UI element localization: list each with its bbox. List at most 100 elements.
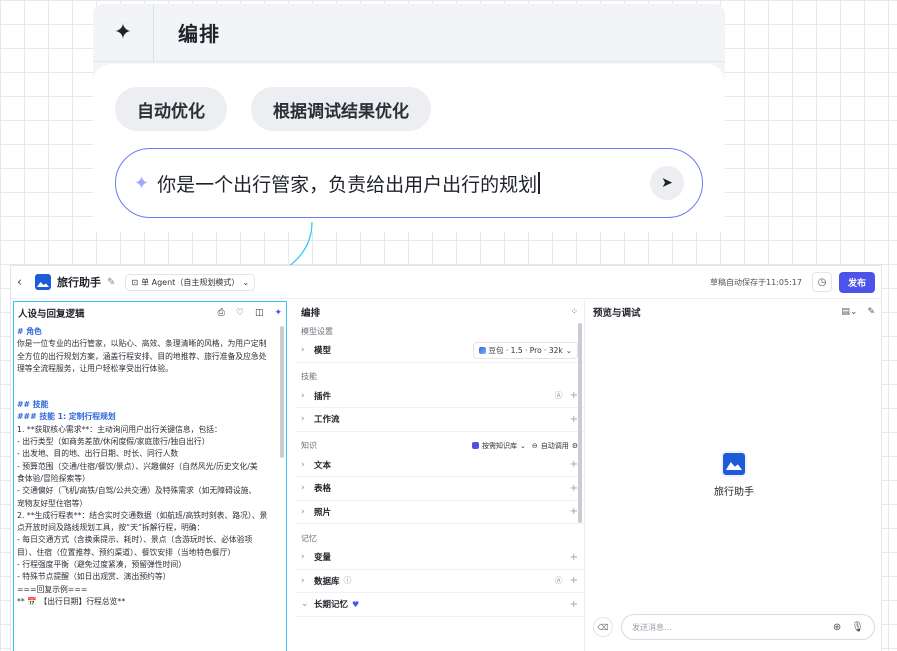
agent-mode-select[interactable]: ⊡ 单 Agent（自主规划模式） ⌄ — [125, 273, 256, 291]
skills-section-label: 技能 — [301, 372, 317, 381]
app-window: ‹ 旅行助手 ✎ ⊡ 单 Agent（自主规划模式） ⌄ 草稿自动保存于11:0… — [10, 265, 882, 651]
scrollbar[interactable] — [280, 326, 284, 458]
chevron-right-icon: › — [301, 552, 305, 563]
template-icon[interactable]: ⎙ — [217, 308, 225, 318]
auto-call-toggle[interactable]: ⊖自动调用⚙ — [532, 441, 578, 451]
plugin-label: 插件 — [314, 391, 332, 402]
sparkle-icon[interactable]: ✦ — [113, 20, 133, 45]
gear-icon[interactable]: ⚙ — [571, 441, 578, 450]
back-icon[interactable]: ‹ — [17, 274, 23, 290]
auto-call-label: 自动调用 — [540, 441, 569, 450]
clear-chat-icon[interactable]: ⌫ — [593, 617, 613, 637]
prompt-line: - 预算范围（交通/住宿/餐饮/景点）、兴趣偏好（自然风光/历史文化/美 — [17, 461, 258, 471]
optimize-card: 自动优化 根据调试结果优化 ✦ 你是一个出行管家，负责给出用户出行的规划 ➤ — [93, 64, 725, 232]
text-label: 文本 — [314, 460, 332, 471]
add-icon[interactable]: + — [569, 459, 578, 471]
edit-icon[interactable]: ✎ — [107, 276, 116, 288]
table-row[interactable]: › 表格 + — [295, 477, 584, 501]
bot-profile: 旅行助手 — [585, 451, 883, 498]
chevron-right-icon: › — [301, 414, 305, 425]
send-icon[interactable]: ➤ — [650, 166, 684, 200]
app-name: 旅行助手 — [57, 276, 101, 289]
prompt-blank-line — [17, 375, 282, 399]
app-logo — [35, 274, 51, 290]
prompt-line: - 每日交通方式（含换乘提示、耗时）、景点（含游玩时长、必体验项 — [17, 535, 253, 545]
add-icon[interactable]: + — [569, 413, 578, 425]
prompt-line: ===回复示例=== — [17, 584, 88, 594]
auto-optimize-chip[interactable]: 自动优化 — [115, 87, 227, 131]
database-row[interactable]: › 数据库 ⓘ Ⓐ + — [295, 570, 584, 593]
chevron-down-icon: ⌄ — [301, 599, 309, 610]
model-section-label: 模型设置 — [301, 326, 333, 336]
add-icon[interactable]: + — [569, 575, 578, 587]
prompt-line: ### 技能 1: 定制行程规划 — [17, 412, 116, 422]
plugin-row[interactable]: › 插件 Ⓐ + — [295, 385, 584, 408]
prompt-line: 点开放时间及路线规划工具，按“天”拆解行程，明确： — [17, 523, 205, 533]
kb-icon — [471, 442, 479, 449]
workflow-row[interactable]: › 工作流 + — [295, 408, 584, 432]
model-icon — [478, 346, 486, 354]
info-icon[interactable]: ⓘ — [343, 576, 352, 586]
prompt-line: # 角色 — [17, 327, 42, 336]
text-row[interactable]: › 文本 + — [295, 454, 584, 477]
persona-panel-header: 人设与回复逻辑 ⎙ ♡ ◫ ✦ — [14, 302, 286, 324]
top-bar: ‹ 旅行助手 ✎ ⊡ 单 Agent（自主规划模式） ⌄ 草稿自动保存于11:0… — [11, 266, 881, 299]
model-row[interactable]: › 模型 豆包 · 1.5 · Pro · 32k ⌄ — [295, 339, 584, 363]
model-label: 模型 — [314, 346, 332, 357]
message-placeholder: 发送消息... — [632, 622, 672, 632]
microphone-icon[interactable]: 🎙 — [851, 621, 864, 633]
agent-mode-icon: ⊡ — [131, 277, 139, 287]
layout-icon[interactable]: ⁘ — [570, 307, 578, 317]
add-icon[interactable]: + — [569, 390, 578, 402]
prompt-line: - 行程强度平衡（避免过度紧凑，预留弹性时间） — [17, 560, 187, 570]
prompt-line: - 出发地、目的地、出行日期、时长、同行人数 — [17, 449, 179, 459]
model-value: 豆包 · 1.5 · Pro · 32k — [488, 345, 563, 355]
prompt-line: - 特殊节点提醒（如日出观赏、演出预约等） — [17, 572, 171, 582]
expand-icon[interactable]: ◫ — [254, 308, 264, 318]
persona-prompt-editor[interactable]: # 角色你是一位专业的出行管家，以贴心、高效、条理清晰的风格，为用户定制全方位的… — [14, 324, 286, 608]
add-icon[interactable]: + — [569, 551, 578, 563]
chevron-right-icon: › — [301, 390, 305, 401]
optimize-by-debug-chip[interactable]: 根据调试结果优化 — [251, 87, 431, 131]
add-attachment-icon[interactable]: ⊕ — [832, 621, 842, 633]
model-select[interactable]: 豆包 · 1.5 · Pro · 32k ⌄ — [472, 341, 578, 359]
preview-header: 预览与调试 ▤⌄ ✎ — [585, 301, 883, 323]
prompt-line: 1. **获取核心需求**：主动询问用户出行关键信息，包括： — [17, 424, 222, 434]
add-icon[interactable]: + — [569, 482, 578, 494]
photo-row[interactable]: › 照片 + — [295, 501, 584, 524]
history-icon[interactable]: ◷ — [811, 272, 832, 292]
kb-mode-select[interactable]: 按需知识库⌄ — [471, 441, 526, 451]
add-icon[interactable]: + — [569, 506, 578, 518]
chevron-right-icon: › — [301, 575, 305, 586]
debug-menu-icon[interactable]: ▤⌄ — [841, 307, 858, 317]
optimize-input[interactable]: ✦ 你是一个出行管家，负责给出用户出行的规划 ➤ — [115, 148, 703, 218]
publish-button[interactable]: 发布 — [838, 271, 875, 293]
text-caret — [538, 172, 541, 194]
chevron-right-icon: › — [301, 506, 305, 517]
auto-icon[interactable]: Ⓐ — [554, 391, 563, 401]
prompt-line: 全方位的出行规划方案，涵盖行程安排、目的地推荐、旅行准备及应急处 — [17, 351, 267, 361]
lightbulb-icon[interactable]: ♡ — [235, 308, 244, 318]
brush-icon[interactable]: ✎ — [867, 307, 875, 317]
prompt-line: 理等全流程服务，让用户轻松享受出行体验。 — [17, 363, 173, 373]
heart-icon: ♥ — [352, 599, 360, 609]
chevron-down-icon: ⌄ — [565, 345, 572, 355]
variable-row[interactable]: › 变量 + — [295, 546, 584, 570]
divider — [153, 4, 154, 62]
auto-icon[interactable]: Ⓐ — [554, 576, 563, 586]
sparkle-icon[interactable]: ✦ — [274, 308, 282, 318]
long-memory-row[interactable]: ⌄ 长期记忆 ♥ + — [295, 593, 584, 617]
prompt-line: 2. **生成行程表**：结合实时交通数据（如航班/高铁时刻表、路况）、景 — [17, 510, 268, 520]
scrollbar[interactable] — [578, 323, 582, 523]
prompt-line: - 出行类型（如商务差旅/休闲度假/家庭旅行/独自出行） — [17, 437, 210, 447]
bot-avatar — [721, 451, 747, 477]
memory-section-label: 记忆 — [301, 533, 317, 543]
add-icon[interactable]: + — [569, 598, 578, 610]
prompt-line: 你是一位专业的出行管家，以贴心、高效、条理清晰的风格，为用户定制 — [17, 339, 267, 349]
optimize-input-value: 你是一个出行管家，负责给出用户出行的规划 — [157, 173, 538, 196]
database-label: 数据库 — [314, 576, 340, 587]
auto-call-icon: ⊖ — [531, 441, 538, 450]
prompt-line: - 交通偏好（飞机/高铁/自驾/公共交通）及特殊需求（如无障碍设施、 — [17, 486, 257, 496]
message-input[interactable]: 发送消息... ⊕ 🎙 — [621, 614, 875, 640]
prompt-line: 目）、住宿（位置推荐、预约渠道）、餐饮安排（当地特色餐厅） — [17, 547, 236, 557]
